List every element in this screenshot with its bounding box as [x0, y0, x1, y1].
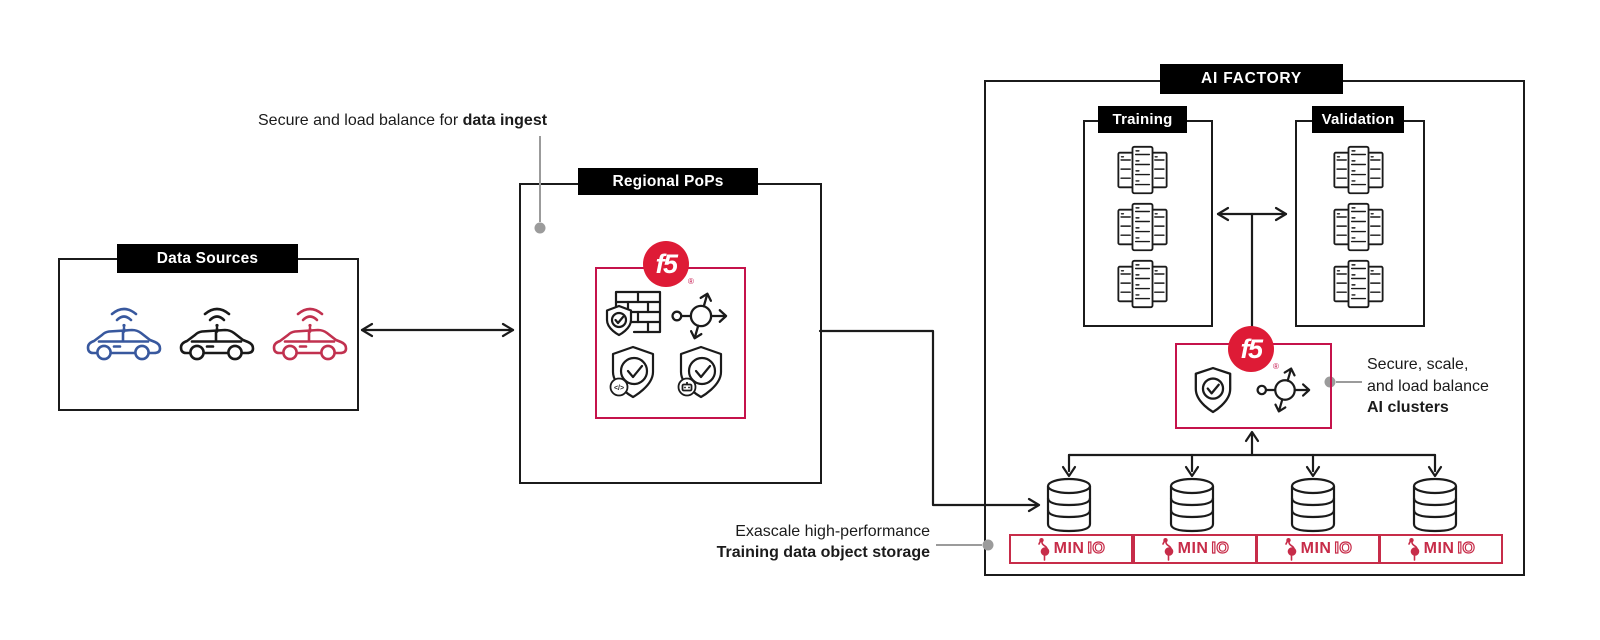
minio-wordmark-bold: MIN	[1177, 540, 1209, 557]
server-cluster-icon	[1333, 202, 1384, 252]
storage-line2: Training data object storage	[716, 544, 930, 561]
minio-wordmark-bold: MIN	[1300, 540, 1332, 557]
flamingo-icon	[1037, 537, 1051, 561]
ai-factory-label: AI FACTORY	[1160, 64, 1343, 94]
ingest-annotation-text: Secure and load balance for	[258, 112, 463, 129]
training-label-text: Training	[1112, 111, 1173, 128]
minio-wordmark-bold: MIN	[1423, 540, 1455, 557]
f5-registered-mark: ®	[1273, 362, 1279, 371]
f5-logo: f5	[643, 241, 689, 287]
database-icon	[1168, 476, 1216, 534]
regional-pops-label-text: Regional PoPs	[612, 172, 724, 190]
code-badge-label: </>	[614, 385, 624, 392]
database-icon	[1045, 476, 1093, 534]
f5-registered-mark: ®	[688, 277, 694, 286]
minio-wordmark-outline: IO	[1211, 540, 1230, 557]
data-sources-label-text: Data Sources	[156, 249, 259, 267]
server-cluster-icon	[1333, 259, 1384, 309]
training-label: Training	[1098, 106, 1187, 133]
ai-clusters-annotation: Secure, scale, and load balance AI clust…	[1367, 354, 1489, 419]
f5-logo: f5	[1228, 326, 1274, 372]
connected-car-blue-icon	[85, 302, 163, 364]
server-cluster-icon	[1117, 202, 1168, 252]
ingest-annotation: Secure and load balance for data ingest	[258, 110, 547, 131]
flamingo-icon	[1161, 537, 1175, 561]
flamingo-icon	[1284, 537, 1298, 561]
server-cluster-icon	[1117, 145, 1168, 195]
storage-line1: Exascale high-performance	[735, 523, 930, 540]
load-balancer-icon	[670, 289, 732, 343]
storage-annotation: Exascale high-performance Training data …	[717, 521, 930, 563]
database-icon	[1289, 476, 1337, 534]
minio-wordmark-outline: IO	[1457, 540, 1476, 557]
validation-label: Validation	[1312, 106, 1404, 133]
minio-wordmark-outline: IO	[1334, 540, 1353, 557]
connected-car-black-icon	[178, 302, 256, 364]
ai-factory-label-text: AI FACTORY	[1200, 70, 1302, 87]
minio-wordmark-bold: MIN	[1053, 540, 1085, 557]
connected-car-red-icon	[271, 302, 349, 364]
validation-label-text: Validation	[1321, 111, 1395, 128]
server-cluster-icon	[1117, 259, 1168, 309]
database-icon	[1411, 476, 1459, 534]
ingest-annotation-bold: data ingest	[462, 112, 548, 129]
code-security-shield-icon: </>	[609, 345, 658, 399]
shield-check-icon	[1192, 366, 1234, 414]
f5-logo-text: f5	[655, 248, 678, 279]
server-cluster-icon	[1333, 145, 1384, 195]
firewall-icon	[604, 289, 662, 339]
load-balancer-icon	[1255, 364, 1315, 416]
ai-clusters-line2: and load balance	[1367, 377, 1489, 395]
f5-logo-text: f5	[1240, 333, 1263, 364]
regional-pops-label: Regional PoPs	[578, 168, 758, 195]
data-sources-label: Data Sources	[117, 244, 298, 273]
minio-wordmark-outline: IO	[1087, 540, 1106, 557]
ai-clusters-line1: Secure, scale,	[1367, 356, 1469, 373]
bot-defense-shield-icon	[677, 345, 726, 399]
ai-clusters-line3: AI clusters	[1367, 399, 1449, 416]
flamingo-icon	[1407, 537, 1421, 561]
